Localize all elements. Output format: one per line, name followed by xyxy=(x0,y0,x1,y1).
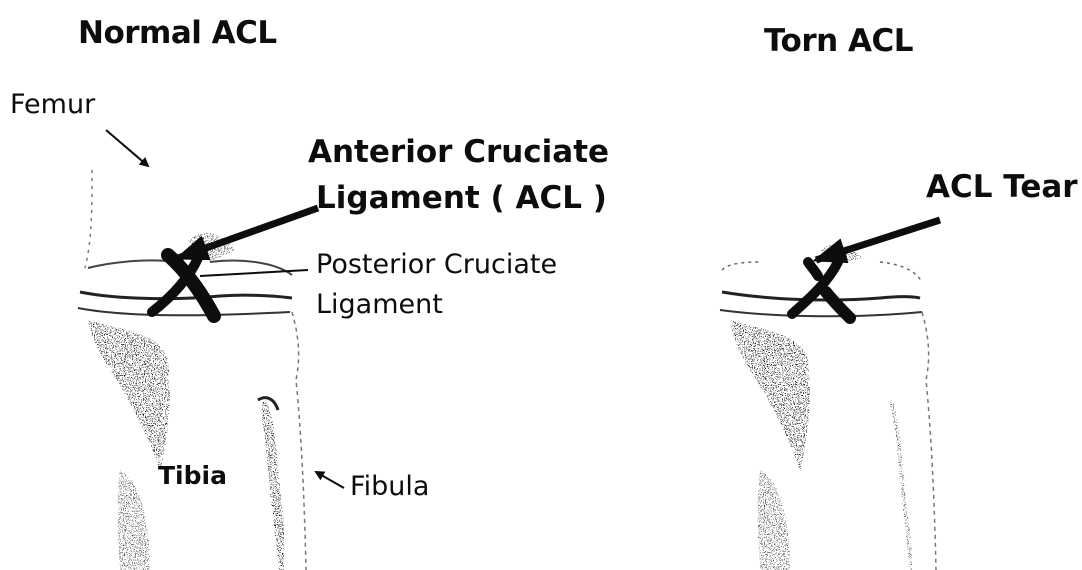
torn-acl-upper xyxy=(808,262,818,276)
normal-acl-title: Normal ACL xyxy=(78,16,277,50)
acl-tear-label: ACL Tear xyxy=(926,170,1078,204)
pcl-label-line1: Posterior Cruciate xyxy=(316,250,557,280)
acl-tear-arrow xyxy=(816,220,940,260)
tibia-shading xyxy=(88,233,235,570)
acl-label-line2: Ligament ( ACL ) xyxy=(316,181,607,215)
torn-knee-illustration xyxy=(720,244,936,570)
acl-arrow xyxy=(178,208,318,258)
femur-label: Femur xyxy=(10,90,95,120)
acl-label-line1: Anterior Cruciate xyxy=(308,135,609,169)
tibia-label: Tibia xyxy=(158,462,227,490)
fibula-label: Fibula xyxy=(350,472,429,502)
torn-tibia-shading xyxy=(730,244,862,570)
fibula-arrow xyxy=(316,472,344,488)
femur-arrow xyxy=(106,130,148,166)
torn-acl-lower xyxy=(826,292,850,318)
normal-knee-illustration xyxy=(78,170,306,570)
pcl-label-line2: Ligament xyxy=(316,290,443,320)
torn-acl-title: Torn ACL xyxy=(764,24,913,58)
